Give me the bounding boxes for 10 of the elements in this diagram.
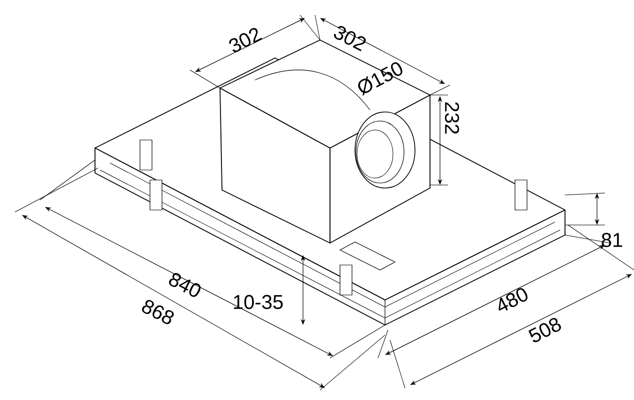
- dimension-label: Ø150: [358, 62, 402, 96]
- dimension-label: 508: [528, 318, 561, 342]
- dimension-label: 10-35: [234, 294, 283, 310]
- dimension-label: 868: [142, 300, 174, 324]
- dimension-label: 302: [334, 26, 366, 52]
- dimension-label: 302: [229, 28, 262, 52]
- dimension-label: 232: [444, 102, 460, 134]
- dimension-label: 81: [602, 232, 622, 248]
- dimension-label: 840: [169, 273, 201, 297]
- dimension-label: 480: [498, 288, 528, 311]
